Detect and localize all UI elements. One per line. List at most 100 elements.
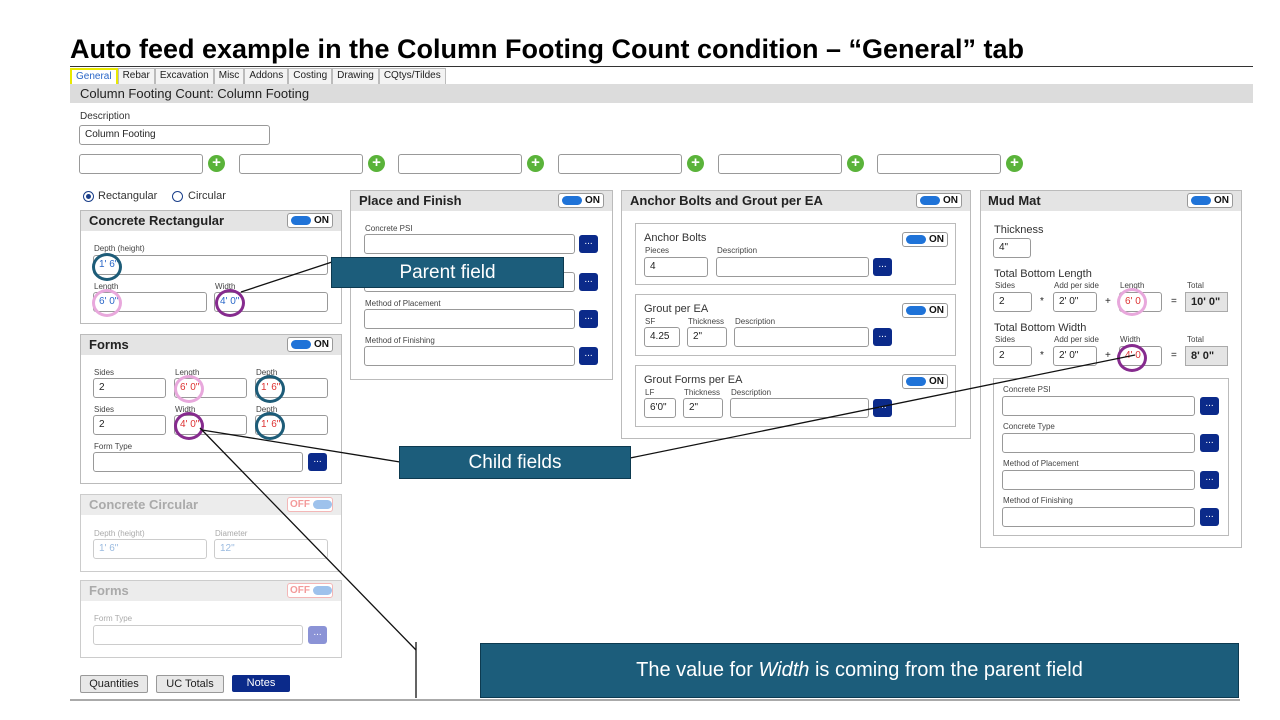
tab-drawing[interactable]: Drawing bbox=[332, 68, 379, 84]
mm-method-finishing-browse-button[interactable]: ... bbox=[1200, 508, 1219, 526]
extra-field-1[interactable] bbox=[79, 154, 203, 174]
forms-toggle[interactable]: ON bbox=[287, 337, 333, 352]
toggle-state: ON bbox=[929, 305, 944, 316]
extra-field-4[interactable] bbox=[558, 154, 682, 174]
pf-concrete-psi-browse-button[interactable]: ... bbox=[579, 235, 598, 253]
explanation-suffix: is coming from the parent field bbox=[809, 659, 1083, 681]
plus-icon[interactable]: + bbox=[687, 155, 704, 172]
tbl-add-label: Add per side bbox=[1054, 281, 1099, 290]
toggle-state: ON bbox=[314, 215, 329, 226]
grout-forms-toggle[interactable]: ON bbox=[902, 374, 948, 389]
tab-rebar[interactable]: Rebar bbox=[117, 68, 155, 84]
parent-field-callout: Parent field bbox=[331, 257, 564, 288]
anchor-grout-toggle[interactable]: ON bbox=[916, 193, 962, 208]
quantities-button[interactable]: Quantities bbox=[80, 675, 148, 693]
length-highlight-ring bbox=[92, 289, 122, 317]
mm-method-finishing-input[interactable] bbox=[1002, 507, 1195, 527]
concrete-circular-title: Concrete Circular bbox=[89, 497, 199, 512]
circ-form-type-label: Form Type bbox=[94, 614, 133, 623]
anchor-grout-title: Anchor Bolts and Grout per EA bbox=[630, 193, 823, 208]
tab-misc[interactable]: Misc bbox=[213, 68, 245, 84]
grout-description-input[interactable] bbox=[734, 327, 869, 347]
forms-depth-label: Depth bbox=[256, 405, 278, 414]
tbl-total-value: 10' 0" bbox=[1185, 292, 1228, 312]
pf-method-finishing-input[interactable] bbox=[364, 346, 575, 366]
toggle-knob bbox=[906, 306, 926, 315]
circ-depth-input[interactable]: 1' 6" bbox=[93, 539, 207, 559]
mm-concrete-type-input[interactable] bbox=[1002, 433, 1195, 453]
tbl-sides-input[interactable]: 2 bbox=[993, 292, 1032, 312]
forms-sides-input[interactable]: 2 bbox=[93, 378, 166, 398]
plus-icon[interactable]: + bbox=[368, 155, 385, 172]
circ-form-type-browse-button[interactable]: ... bbox=[308, 626, 327, 644]
mm-method-placement-input[interactable] bbox=[1002, 470, 1195, 490]
plus-icon[interactable]: + bbox=[208, 155, 225, 172]
plus-icon[interactable]: + bbox=[847, 155, 864, 172]
lf-input[interactable]: 6'0" bbox=[644, 398, 676, 418]
extra-field-5[interactable] bbox=[718, 154, 842, 174]
extra-field-3[interactable] bbox=[398, 154, 522, 174]
extra-field-2[interactable] bbox=[239, 154, 363, 174]
sf-input[interactable]: 4.25 bbox=[644, 327, 680, 347]
mm-method-placement-browse-button[interactable]: ... bbox=[1200, 471, 1219, 489]
form-type-browse-button[interactable]: ... bbox=[308, 453, 327, 471]
pf-method-placement-browse-button[interactable]: ... bbox=[579, 310, 598, 328]
form-type-input[interactable] bbox=[93, 452, 303, 472]
bolts-browse-button[interactable]: ... bbox=[873, 258, 892, 276]
gf-browse-button[interactable]: ... bbox=[873, 399, 892, 417]
gf-description-input[interactable] bbox=[730, 398, 869, 418]
extra-field-6[interactable] bbox=[877, 154, 1001, 174]
tbw-sides-input[interactable]: 2 bbox=[993, 346, 1032, 366]
pieces-input[interactable]: 4 bbox=[644, 257, 708, 277]
gf-description-label: Description bbox=[731, 388, 772, 397]
mud-mat-toggle[interactable]: ON bbox=[1187, 193, 1233, 208]
child-length-highlight-ring bbox=[174, 375, 204, 403]
mm-concrete-psi-browse-button[interactable]: ... bbox=[1200, 397, 1219, 415]
plus-icon[interactable]: + bbox=[1006, 155, 1023, 172]
grout-thickness-input[interactable]: 2" bbox=[687, 327, 727, 347]
pf-method-finishing-browse-button[interactable]: ... bbox=[579, 347, 598, 365]
grout-browse-button[interactable]: ... bbox=[873, 328, 892, 346]
tab-addons[interactable]: Addons bbox=[244, 68, 289, 84]
grout-toggle[interactable]: ON bbox=[902, 303, 948, 318]
bolts-description-input[interactable] bbox=[716, 257, 869, 277]
circ-depth-label: Depth (height) bbox=[94, 529, 145, 538]
radio-circular[interactable] bbox=[172, 191, 183, 202]
sf-label: SF bbox=[645, 317, 656, 326]
place-finish-toggle[interactable]: ON bbox=[558, 193, 604, 208]
circ-form-type-input[interactable] bbox=[93, 625, 303, 645]
width-highlight-ring bbox=[215, 289, 245, 317]
tbw-add-input[interactable]: 2' 0" bbox=[1053, 346, 1097, 366]
tab-costing[interactable]: Costing bbox=[288, 68, 333, 84]
mm-concrete-psi-input[interactable] bbox=[1002, 396, 1195, 416]
notes-button[interactable]: Notes bbox=[232, 675, 290, 692]
mm-thickness-input[interactable]: 4" bbox=[993, 238, 1031, 258]
forms-circular-toggle[interactable]: OFF bbox=[287, 583, 333, 598]
grout-description-label: Description bbox=[735, 317, 776, 326]
pf-concrete-type-browse-button[interactable]: ... bbox=[579, 273, 598, 291]
tab-general[interactable]: General bbox=[70, 68, 118, 87]
mm-concrete-type-browse-button[interactable]: ... bbox=[1200, 434, 1219, 452]
radio-circular-label: Circular bbox=[188, 190, 226, 202]
tbl-add-input[interactable]: 2' 0" bbox=[1053, 292, 1097, 312]
description-input[interactable]: Column Footing bbox=[79, 125, 270, 145]
concrete-circular-toggle[interactable]: OFF bbox=[287, 497, 333, 512]
diameter-input[interactable]: 12" bbox=[214, 539, 328, 559]
uc-totals-button[interactable]: UC Totals bbox=[156, 675, 224, 693]
anchor-bolts-toggle[interactable]: ON bbox=[902, 232, 948, 247]
pf-concrete-psi-input[interactable] bbox=[364, 234, 575, 254]
forms-sides-input[interactable]: 2 bbox=[93, 415, 166, 435]
concrete-rectangular-title: Concrete Rectangular bbox=[89, 213, 225, 228]
explanation-prefix: The value for bbox=[636, 659, 759, 681]
child-width-highlight-ring bbox=[174, 412, 204, 440]
pf-method-placement-input[interactable] bbox=[364, 309, 575, 329]
concrete-rectangular-toggle[interactable]: ON bbox=[287, 213, 333, 228]
anchor-grout-header bbox=[622, 191, 970, 211]
tbl-length-label: Length bbox=[1120, 281, 1145, 290]
tab-cqtys-tildes[interactable]: CQtys/Tildes bbox=[378, 68, 446, 84]
gf-thickness-input[interactable]: 2" bbox=[683, 398, 723, 418]
length-label: Length bbox=[94, 282, 119, 291]
radio-rectangular[interactable] bbox=[83, 191, 94, 202]
plus-icon[interactable]: + bbox=[527, 155, 544, 172]
tab-excavation[interactable]: Excavation bbox=[154, 68, 214, 84]
